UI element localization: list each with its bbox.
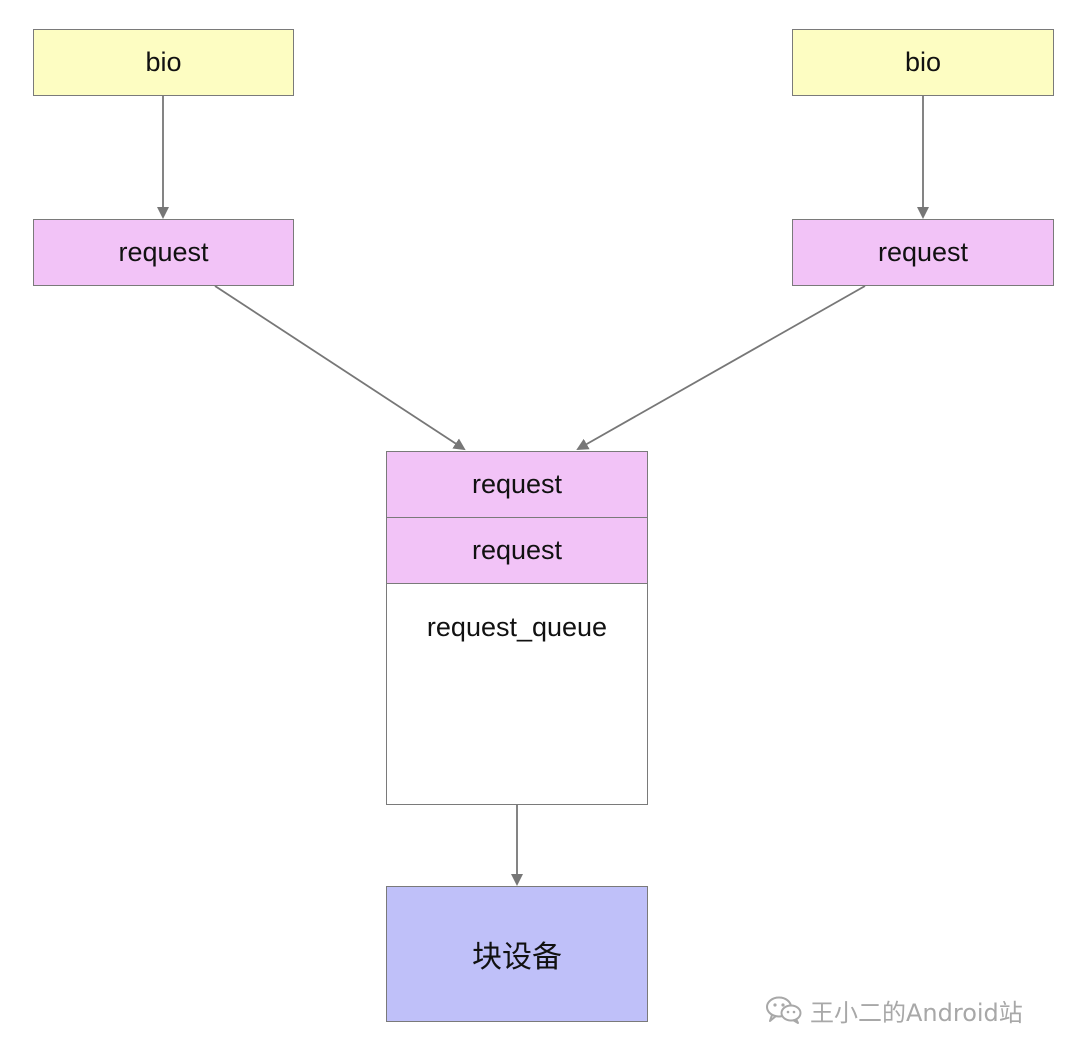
- bio-node-right: bio: [792, 29, 1054, 96]
- request-queue-label: request_queue: [426, 612, 608, 642]
- arrow-request-left-to-queue: [214, 285, 466, 451]
- request-node-left: request: [33, 219, 294, 286]
- arrow-request-right-to-queue: [576, 285, 866, 450]
- bio-node-left: bio: [33, 29, 294, 96]
- watermark: 王小二的Android站: [764, 990, 1054, 1030]
- watermark-text: 王小二的Android站: [810, 998, 1023, 1027]
- queue-request-slot-2: request: [387, 518, 647, 584]
- wechat-icon: [766, 996, 802, 1024]
- block-device-node: 块设备: [386, 886, 648, 1022]
- request-node-right: request: [792, 219, 1054, 286]
- request-queue: request request request_queue: [386, 451, 648, 805]
- queue-request-slot-1: request: [387, 452, 647, 518]
